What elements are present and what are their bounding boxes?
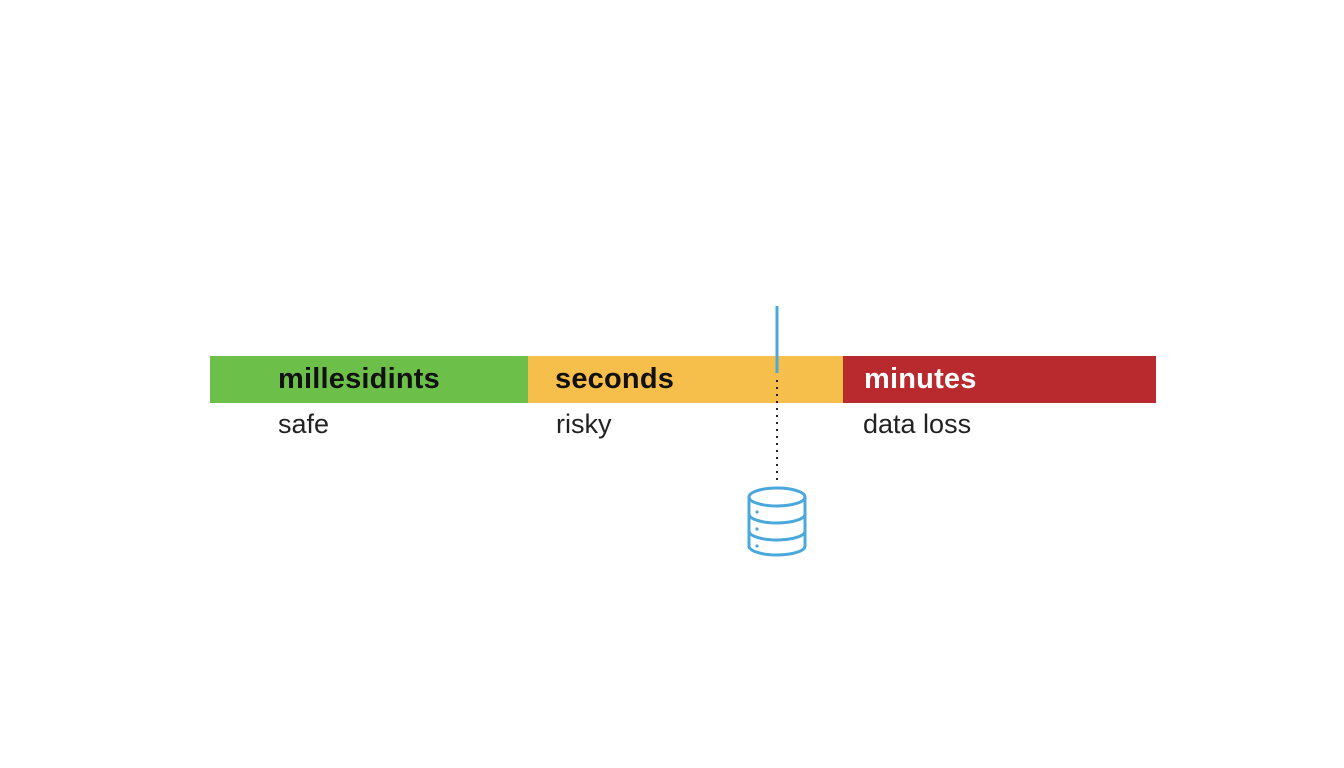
caption-safe: safe bbox=[278, 409, 330, 439]
caption-data-loss: data loss bbox=[863, 409, 972, 439]
segment-label-seconds: seconds bbox=[555, 363, 675, 395]
segment-label-milliseconds: millesidints bbox=[278, 363, 440, 395]
latency-scale-bar: millesidints seconds minutes bbox=[210, 356, 1156, 403]
database-icon bbox=[747, 486, 807, 557]
segment-minutes: minutes bbox=[843, 356, 1156, 403]
segment-milliseconds: millesidints bbox=[210, 356, 528, 403]
caption-risky: risky bbox=[556, 409, 612, 439]
segment-seconds: seconds bbox=[528, 356, 843, 403]
segment-label-minutes: minutes bbox=[864, 363, 977, 395]
